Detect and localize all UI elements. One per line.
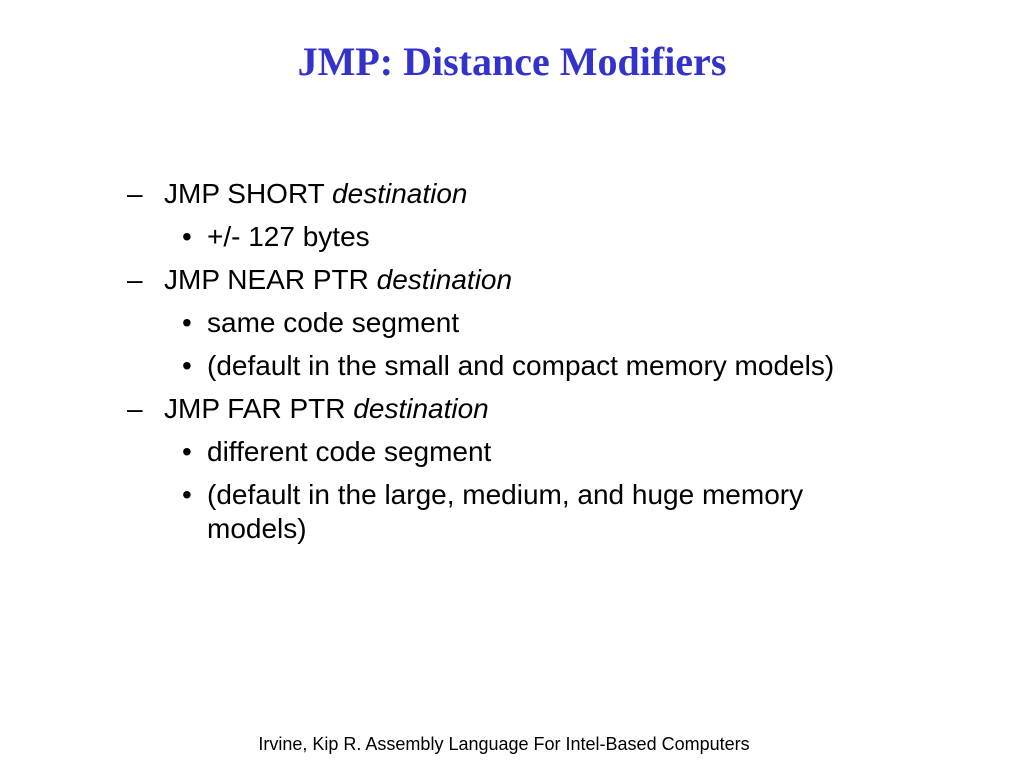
bullet-text: JMP FAR PTR [164, 393, 354, 424]
bullet-marker: • [182, 350, 192, 381]
slide-footer: Irvine, Kip R. Assembly Language For Int… [258, 734, 750, 754]
bullet-text: +/- 127 bytes [207, 221, 370, 252]
dash-marker: – [127, 264, 143, 295]
bullet-marker: • [182, 307, 192, 338]
dash-marker: – [127, 393, 143, 424]
bullet-text: JMP SHORT [164, 178, 333, 209]
bullet-list: – JMP SHORT destination • +/- 127 bytes … [127, 177, 887, 555]
bullet-item-far-default: • (default in the large, medium, and hug… [127, 478, 887, 546]
bullet-item-different-segment: • different code segment [127, 435, 887, 469]
bullet-emphasis: destination [353, 393, 489, 424]
dash-marker: – [127, 178, 143, 209]
bullet-item-jmp-short: – JMP SHORT destination [127, 177, 887, 211]
bullet-item-same-segment: • same code segment [127, 306, 887, 340]
bullet-text: (default in the small and compact memory… [207, 350, 835, 381]
bullet-emphasis: destination [332, 178, 468, 209]
bullet-text: same code segment [207, 307, 460, 338]
bullet-text: (default in the large, medium, and huge … [207, 479, 804, 544]
bullet-item-jmp-near: – JMP NEAR PTR destination [127, 263, 887, 297]
bullet-emphasis: destination [376, 264, 513, 295]
slide-title: JMP: Distance Modifiers [297, 39, 727, 84]
bullet-item-jmp-far: – JMP FAR PTR destination [127, 392, 887, 426]
bullet-marker: • [182, 479, 192, 510]
bullet-marker: • [182, 436, 192, 467]
bullet-marker: • [182, 221, 192, 252]
bullet-item-near-default: • (default in the small and compact memo… [127, 349, 887, 383]
bullet-text: different code segment [207, 436, 492, 467]
bullet-item-short-range: • +/- 127 bytes [127, 220, 887, 254]
bullet-text: JMP NEAR PTR [164, 264, 377, 295]
